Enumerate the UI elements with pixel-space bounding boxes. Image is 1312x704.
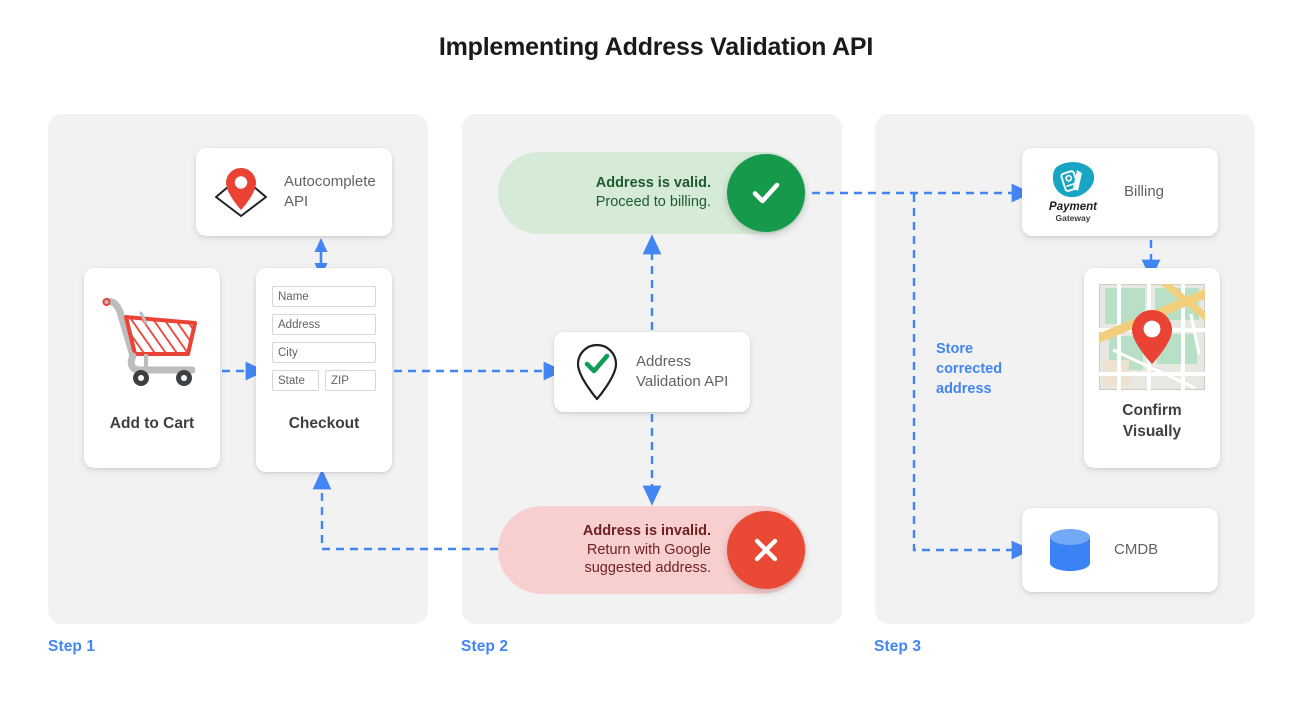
state-zip-row: State ZIP xyxy=(272,370,376,391)
confirm-visually-card[interactable]: Confirm Visually xyxy=(1084,268,1220,468)
address-validation-api-label: Address Validation API xyxy=(636,353,729,390)
address-validation-api-card[interactable]: Address Validation API xyxy=(554,332,750,412)
state-field[interactable]: State xyxy=(272,370,319,391)
step-2-label: Step 2 xyxy=(461,638,509,655)
billing-label: Billing xyxy=(1124,183,1165,201)
add-to-cart-card[interactable]: Add to Cart xyxy=(84,268,220,468)
payment-gateway-wordmark-line2: Gateway xyxy=(1055,213,1091,224)
payment-gateway-icon xyxy=(1052,161,1095,197)
database-icon xyxy=(1050,529,1090,571)
step-1-label: Step 1 xyxy=(48,638,96,655)
address-valid-text: Address is valid. Proceed to billing. xyxy=(595,175,711,210)
name-field[interactable]: Name xyxy=(272,286,376,307)
autocomplete-api-card[interactable]: Autocomplete API xyxy=(196,148,392,236)
step-3-label: Step 3 xyxy=(874,638,922,655)
page-title: Implementing Address Validation API xyxy=(438,33,874,61)
checkout-card[interactable]: Name Address City State ZIP Checkout xyxy=(256,268,392,472)
x-glyph xyxy=(754,538,778,562)
check-circle-icon xyxy=(727,154,805,232)
zip-field[interactable]: ZIP xyxy=(325,370,376,391)
x-circle-icon xyxy=(727,511,805,589)
map-thumbnail-icon xyxy=(1099,284,1205,390)
address-invalid-text: Address is invalid. Return with Google s… xyxy=(582,522,711,577)
payment-gateway-logo: Payment Gateway xyxy=(1036,160,1110,225)
check-glyph xyxy=(752,182,780,204)
shopping-cart-icon xyxy=(102,298,197,386)
address-field[interactable]: Address xyxy=(272,314,376,335)
cmdb-label: CMDB xyxy=(1114,541,1159,559)
add-to-cart-label: Add to Cart xyxy=(109,414,195,432)
billing-card[interactable]: Payment Gateway Billing xyxy=(1022,148,1218,236)
confirm-visually-label: Confirm Visually xyxy=(1122,402,1182,440)
autocomplete-api-label: Autocomplete API xyxy=(284,173,376,210)
checkout-label: Checkout xyxy=(288,414,360,432)
cmdb-card[interactable]: CMDB xyxy=(1022,508,1218,592)
map-pin-diamond-icon xyxy=(215,168,267,217)
address-invalid-pill: Address is invalid. Return with Google s… xyxy=(498,506,806,594)
payment-gateway-wordmark-line1: Payment xyxy=(1049,200,1097,213)
address-valid-pill: Address is valid. Proceed to billing. xyxy=(498,152,806,234)
city-field[interactable]: City xyxy=(272,342,376,363)
store-corrected-address-note: Store corrected address xyxy=(936,341,1003,397)
map-pin-check-icon xyxy=(576,343,618,401)
